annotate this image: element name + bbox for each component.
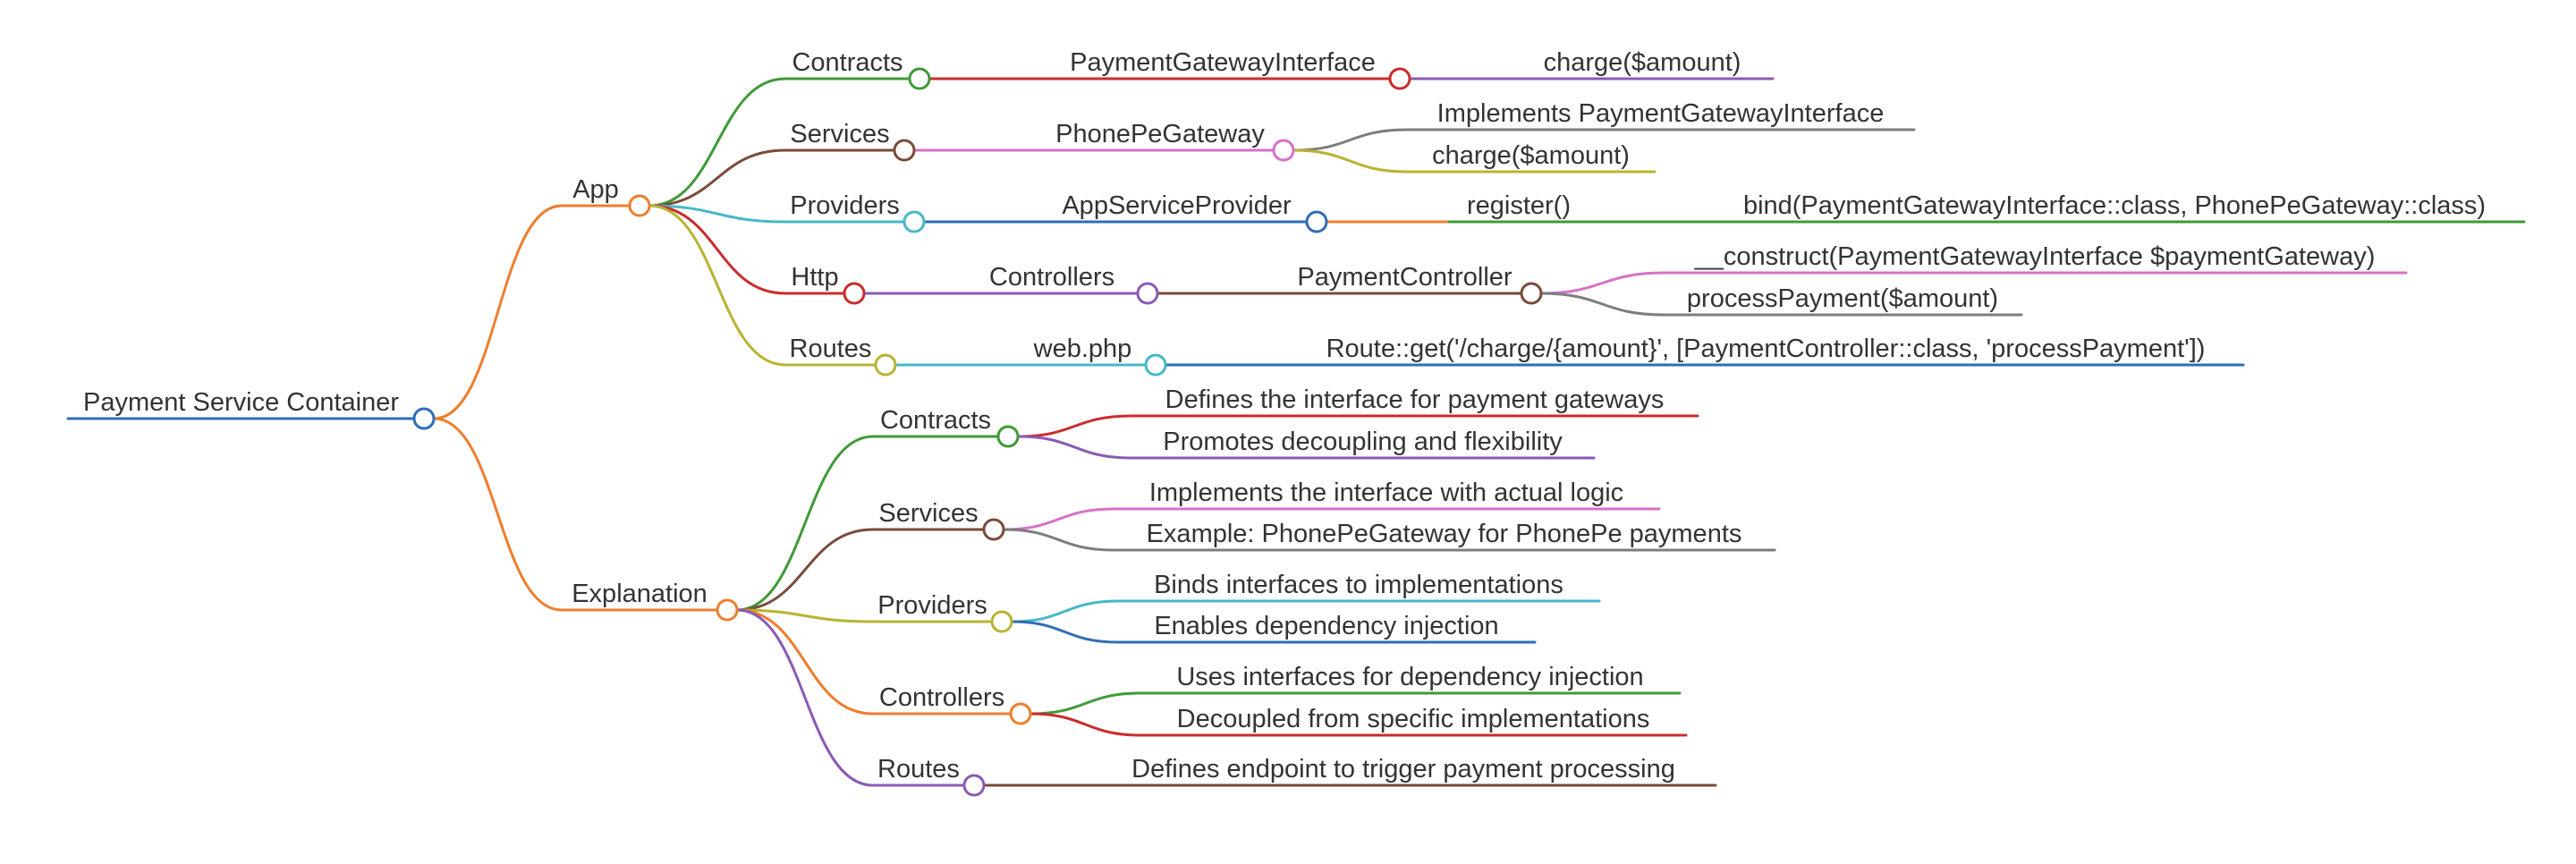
paymentcontroller-label: PaymentController <box>1297 263 1512 292</box>
web-php-toggle-node[interactable] <box>1144 353 1167 377</box>
contracts-toggle-node[interactable] <box>996 425 1020 448</box>
explanation-connector <box>432 417 564 612</box>
implements-paymentgatewayinterface-label: Implements PaymentGatewayInterface <box>1437 99 1885 128</box>
uses-interfaces-for-dependency-injection-label: Uses interfaces for dependency injection <box>1176 663 1643 691</box>
bind-paymentgatewayinterface-class-phone-label: bind(PaymentGatewayInterface::class, Pho… <box>1743 191 2486 220</box>
promotes-decoupling-and-flexibility-connector <box>1016 435 1133 460</box>
implements-the-interface-with-actual-log-label: Implements the interface with actual log… <box>1149 479 1623 507</box>
explanation-toggle-node[interactable] <box>716 598 739 622</box>
paymentgatewayinterface-label: PaymentGatewayInterface <box>1070 48 1376 77</box>
processpayment-amount-connector <box>1539 292 1665 317</box>
providers-label: Providers <box>790 191 900 220</box>
appserviceprovider-toggle-node[interactable] <box>1305 210 1328 233</box>
example-phonepegateway-for-phonepe-payme-label: Example: PhonePeGateway for PhonePe paym… <box>1147 520 1742 548</box>
app-label: App <box>572 175 619 204</box>
implements-paymentgatewayinterface-connector <box>1292 128 1409 152</box>
decoupled-from-specific-implementations-connector <box>1029 712 1142 737</box>
defines-the-interface-for-payment-gatewa-label: Defines the interface for payment gatewa… <box>1165 385 1665 414</box>
providers-connector <box>648 204 787 224</box>
routes-connector <box>648 204 787 367</box>
enables-dependency-injection-connector <box>1010 620 1120 644</box>
routes-connector <box>735 608 875 787</box>
payment-service-container-toggle-node[interactable] <box>412 407 436 430</box>
providers-toggle-node[interactable] <box>990 610 1013 633</box>
binds-interfaces-to-implementations-connector <box>1010 599 1120 623</box>
controllers-toggle-node[interactable] <box>1136 282 1159 305</box>
routes-toggle-node[interactable] <box>874 353 897 377</box>
phonepegateway-label: PhonePeGateway <box>1055 120 1265 148</box>
register-label: register() <box>1467 191 1571 220</box>
paymentgatewayinterface-toggle-node[interactable] <box>1388 67 1411 90</box>
promotes-decoupling-and-flexibility-label: Promotes decoupling and flexibility <box>1163 428 1563 456</box>
providers-label: Providers <box>877 591 987 620</box>
paymentcontroller-toggle-node[interactable] <box>1520 282 1543 305</box>
contracts-label: Contracts <box>880 406 991 435</box>
controllers-toggle-node[interactable] <box>1009 702 1032 725</box>
defines-the-interface-for-payment-gatewa-connector <box>1016 414 1133 438</box>
routes-toggle-node[interactable] <box>962 774 986 797</box>
defines-endpoint-to-trigger-payment-proc-label: Defines endpoint to trigger payment proc… <box>1131 755 1675 784</box>
branch-lines <box>66 77 2526 787</box>
contracts-toggle-node[interactable] <box>908 67 931 90</box>
construct-paymentgatewayinterface-paymen-label: __construct(PaymentGatewayInterface $pay… <box>1694 242 2376 271</box>
example-phonepegateway-for-phonepe-payme-connector <box>1002 528 1115 552</box>
uses-interfaces-for-dependency-injection-connector <box>1029 691 1142 716</box>
explanation-label: Explanation <box>572 580 708 608</box>
services-connector <box>648 148 787 208</box>
http-label: Http <box>791 263 838 292</box>
phonepegateway-toggle-node[interactable] <box>1272 139 1295 162</box>
contracts-connector <box>648 77 787 208</box>
services-label: Services <box>790 120 889 148</box>
services-toggle-node[interactable] <box>893 139 916 162</box>
http-connector <box>648 204 787 295</box>
payment-service-container-label: Payment Service Container <box>83 388 399 417</box>
routes-label: Routes <box>790 335 872 363</box>
app-connector <box>432 204 564 420</box>
web-php-label: web.php <box>1033 335 1132 363</box>
implements-the-interface-with-actual-log-connector <box>1002 507 1115 531</box>
services-toggle-node[interactable] <box>982 518 1005 541</box>
routes-label: Routes <box>877 755 960 784</box>
providers-connector <box>735 608 875 623</box>
charge-amount-label: charge($amount) <box>1432 141 1630 170</box>
decoupled-from-specific-implementations-label: Decoupled from specific implementations <box>1177 705 1650 733</box>
enables-dependency-injection-label: Enables dependency injection <box>1154 612 1498 640</box>
providers-toggle-node[interactable] <box>902 210 926 233</box>
controllers-connector <box>735 608 875 716</box>
controllers-label: Controllers <box>879 683 1004 712</box>
construct-paymentgatewayinterface-paymen-connector <box>1539 271 1665 295</box>
controllers-label: Controllers <box>989 263 1114 292</box>
services-connector <box>735 528 875 612</box>
contracts-label: Contracts <box>792 48 902 77</box>
binds-interfaces-to-implementations-label: Binds interfaces to implementations <box>1154 571 1563 599</box>
charge-amount-connector <box>1292 148 1409 174</box>
route-get-charge-amount-paymentcontrolle-label: Route::get('/charge/{amount}', [PaymentC… <box>1326 335 2206 363</box>
services-label: Services <box>878 499 978 528</box>
app-toggle-node[interactable] <box>628 194 651 217</box>
processpayment-amount-label: processPayment($amount) <box>1687 284 1998 313</box>
http-toggle-node[interactable] <box>843 282 866 305</box>
appserviceprovider-label: AppServiceProvider <box>1062 191 1292 220</box>
charge-amount-label: charge($amount) <box>1544 48 1741 77</box>
contracts-connector <box>735 435 875 612</box>
